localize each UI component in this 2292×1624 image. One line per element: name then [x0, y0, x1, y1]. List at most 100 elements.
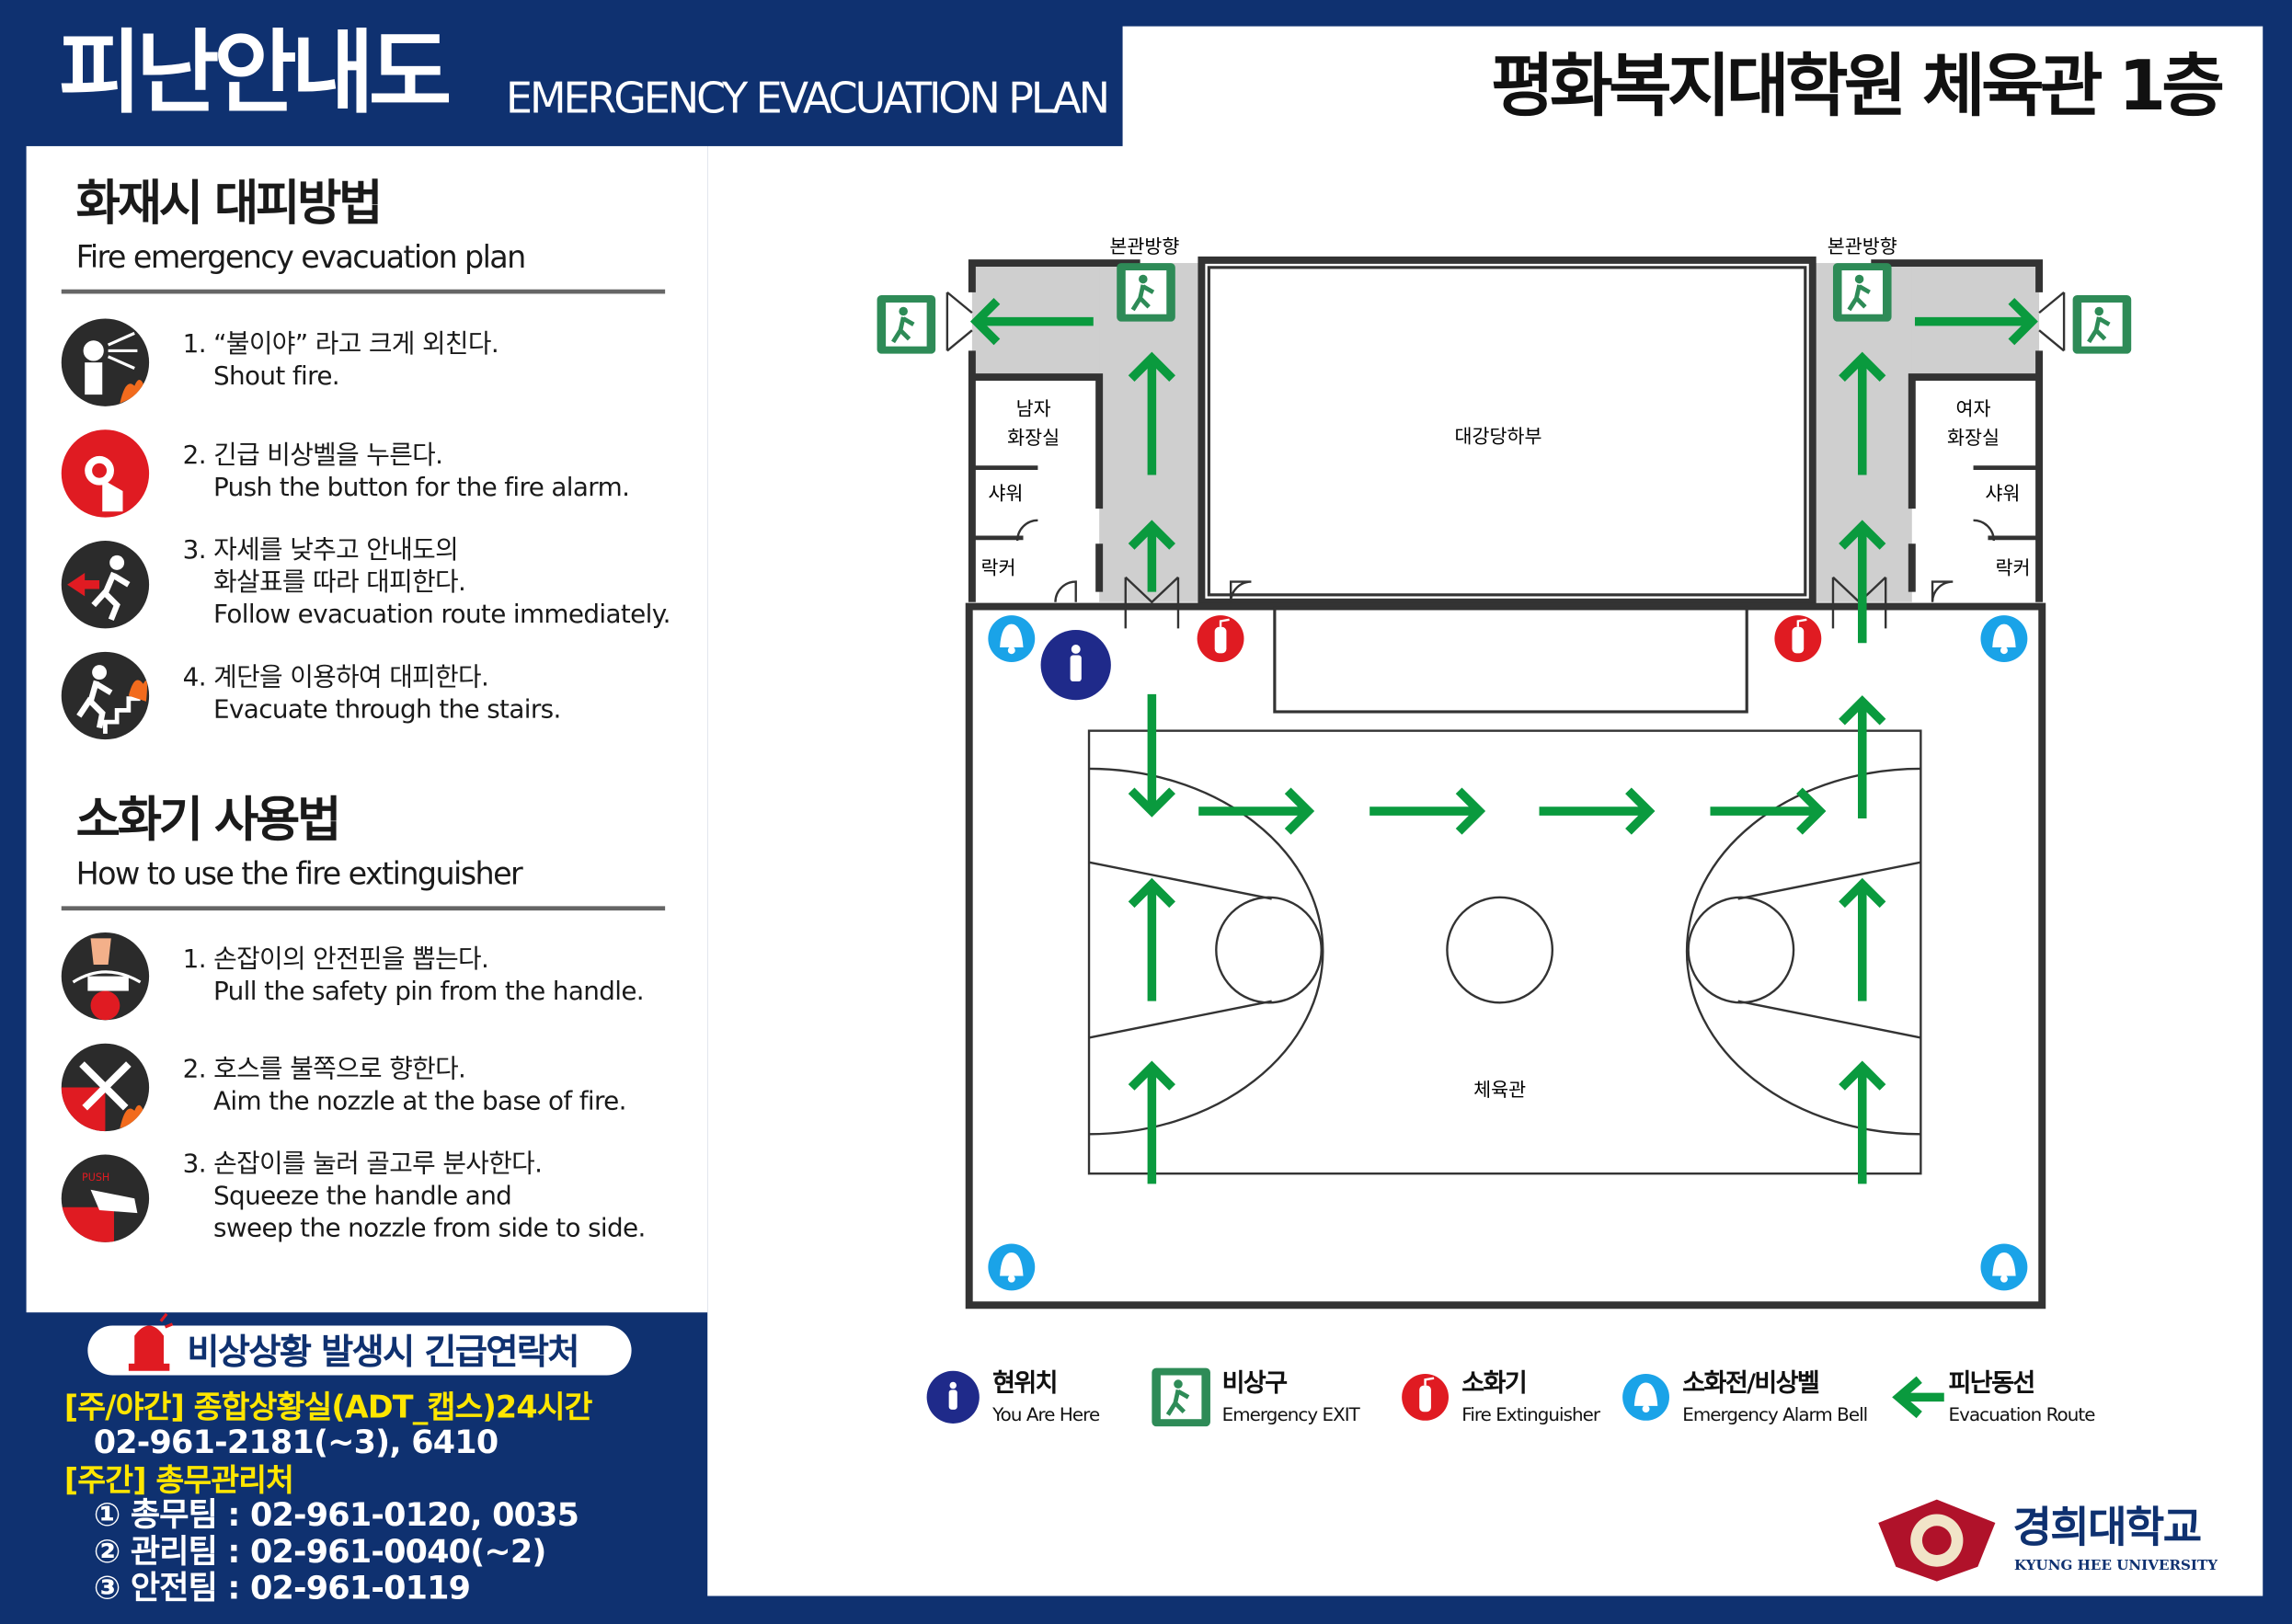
step-en: Push the button for the fire alarm. [213, 473, 630, 503]
route-arrow [1839, 1060, 1886, 1184]
pull-pin-icon [61, 932, 150, 1021]
route-arrow [1128, 520, 1175, 592]
step-en: Evacuate through the stairs. [213, 695, 561, 726]
route-arrow [1128, 351, 1175, 475]
legend-label-en: Emergency EXIT [1221, 1402, 1360, 1425]
contact-title-pill [87, 1325, 632, 1376]
fire-step-4: 4. 계단을 이용하여 대피한다.Evacuate through the st… [182, 662, 562, 726]
walls [965, 256, 2046, 1309]
title-english: EMERGENCY EVACUATION PLAN [505, 73, 1110, 123]
step-ko: 2. 긴급 비상벨을 누른다. [182, 440, 443, 471]
legend-label-en: Fire Extinguisher [1461, 1402, 1600, 1425]
step-ko: 1. 손잡이의 안전핀을 뽑는다. [182, 945, 489, 976]
contact-24h-phone: 02-961-2181(~3), 6410 [93, 1424, 499, 1462]
you-are-here-icon [1040, 629, 1111, 701]
push-label: PUSH [82, 1172, 109, 1184]
divider [61, 906, 666, 911]
exit-sign-icon [877, 295, 936, 354]
building-floor-title: 평화복지대학원 체육관 1층 [1491, 46, 2225, 128]
step-ko: 3. 손잡이를 눌러 골고루 분사한다. [182, 1149, 543, 1180]
alarm-bell-icon [1980, 615, 2028, 662]
stage [1273, 606, 1748, 714]
aim-nozzle-icon [61, 1043, 150, 1132]
label-men: 남자 [1016, 397, 1051, 419]
fire-section-subtitle: Fire emergency evacuation plan [75, 239, 527, 275]
legend-label-en: Emergency Alarm Bell [1682, 1402, 1868, 1425]
route-arrow [1839, 520, 1886, 644]
label-women: 여자 [1956, 397, 1991, 419]
title-korean: 피난안내도 [58, 18, 453, 126]
fire-step-2: 2. 긴급 비상벨을 누른다.Push the button for the f… [183, 440, 630, 504]
route-arrow [969, 298, 1094, 346]
step-ko: 1. “불이야” 라고 크게 외친다. [182, 330, 499, 360]
route-arrow [1369, 787, 1486, 835]
step-ko: 2. 호스를 불쪽으로 향한다. [182, 1055, 466, 1085]
auditorium-inner [1207, 266, 1807, 597]
fire-extinguisher-icon [1774, 615, 1822, 662]
route-arrow [1839, 695, 1886, 819]
contact-team-1: ① 총무팀 : 02-961-0120, 0035 [93, 1498, 579, 1535]
label-locker-left: 락커 [980, 557, 1015, 579]
fire-section-title: 화재시 대피방법 [75, 174, 384, 232]
legend-label-ko: 비상구 [1221, 1369, 1288, 1399]
step-ko: 4. 계단을 이용하여 대피한다. [182, 663, 489, 693]
extinguisher-section-title: 소화기 사용법 [75, 790, 342, 848]
step-en: Pull the safety pin from the handle. [213, 978, 645, 1008]
contact-daytime-label: [주간] 총무관리처 [63, 1462, 294, 1499]
evacuate-route-icon [61, 541, 150, 629]
contact-team-2: ② 관리팀 : 02-961-0040(~2) [93, 1534, 547, 1572]
fire-extinguisher-icon [1197, 615, 1244, 662]
route-arrow [1128, 693, 1175, 818]
step-ko-cont: 화살표를 따라 대피한다. [213, 568, 466, 599]
route-arrow [1710, 787, 1827, 835]
label-women-restroom: 화장실 [1947, 427, 2000, 449]
siren-icon [128, 1312, 174, 1371]
divider [61, 289, 666, 294]
label-men-restroom: 화장실 [1007, 427, 1060, 449]
fire-step-1: 1. “불이야” 라고 크게 외친다.Shout fire. [183, 329, 499, 394]
step-en: Squeeze the handle and [213, 1182, 512, 1212]
label-shower-right: 샤워 [1985, 483, 2020, 505]
legend-label-en: Evacuation Route [1948, 1402, 2096, 1425]
legend-label-ko: 소화전/비상벨 [1682, 1369, 1819, 1399]
route-arrow [1839, 877, 1886, 1001]
extinguisher-step-1: 1. 손잡이의 안전핀을 뽑는다.Pull the safety pin fro… [182, 944, 645, 1009]
label-to-main-right: 본관방향 [1828, 235, 1897, 257]
route-arrow [1914, 298, 2038, 346]
step-en: Shout fire. [213, 362, 340, 392]
shout-icon [61, 318, 150, 406]
extinguisher-step-3: 3. 손잡이를 눌러 골고루 분사한다.Squeeze the handle a… [182, 1149, 647, 1245]
contact-24h-label: [주/야간] 종합상황실(ADT_캡스)24시간 [63, 1390, 592, 1425]
legend-label-ko: 피난동선 [1948, 1369, 2036, 1399]
extinguisher-section-subtitle: How to use the fire extinguisher [75, 856, 523, 892]
route-arrow [1198, 787, 1315, 835]
basketball-court [1087, 729, 1922, 1175]
label-locker-right: 락커 [1995, 557, 2030, 579]
step-en: Follow evacuation route immediately. [213, 600, 670, 630]
label-gym: 체육관 [1473, 1079, 1526, 1101]
legend-label-ko: 소화기 [1461, 1369, 1527, 1399]
legend-label-en: You Are Here [992, 1402, 1100, 1425]
contact-team-3: ③ 안전팀 : 02-961-0119 [93, 1571, 471, 1608]
logo-korean: 경희대학교 [2012, 1502, 2202, 1552]
step-en: sweep the nozzle from side to side. [213, 1214, 646, 1244]
legend-label-ko: 현위치 [992, 1369, 1058, 1399]
route-arrow [1128, 1060, 1175, 1184]
step-en: Aim the nozzle at the base of fire. [213, 1087, 626, 1117]
alarm-bell-icon [988, 615, 1036, 662]
kyung-hee-emblem [1878, 1499, 1996, 1582]
contact-title: 비상상황 발생시 긴급연락처 [187, 1331, 579, 1373]
extinguisher-step-2: 2. 호스를 불쪽으로 향한다.Aim the nozzle at the ba… [182, 1054, 627, 1118]
route-arrow [1839, 351, 1886, 475]
step-ko: 3. 자세를 낮추고 안내도의 [182, 536, 459, 566]
route-arrow [1539, 787, 1656, 835]
stairs-icon [61, 651, 150, 740]
route-arrow [1128, 877, 1175, 1001]
squeeze-handle-icon: PUSH [61, 1154, 150, 1242]
evacuation-route-arrows [969, 298, 2038, 1184]
floor-plan-panel-extension [707, 145, 1132, 1596]
exit-sign-icon [1117, 263, 1175, 322]
exit-sign-icon [2072, 295, 2132, 354]
